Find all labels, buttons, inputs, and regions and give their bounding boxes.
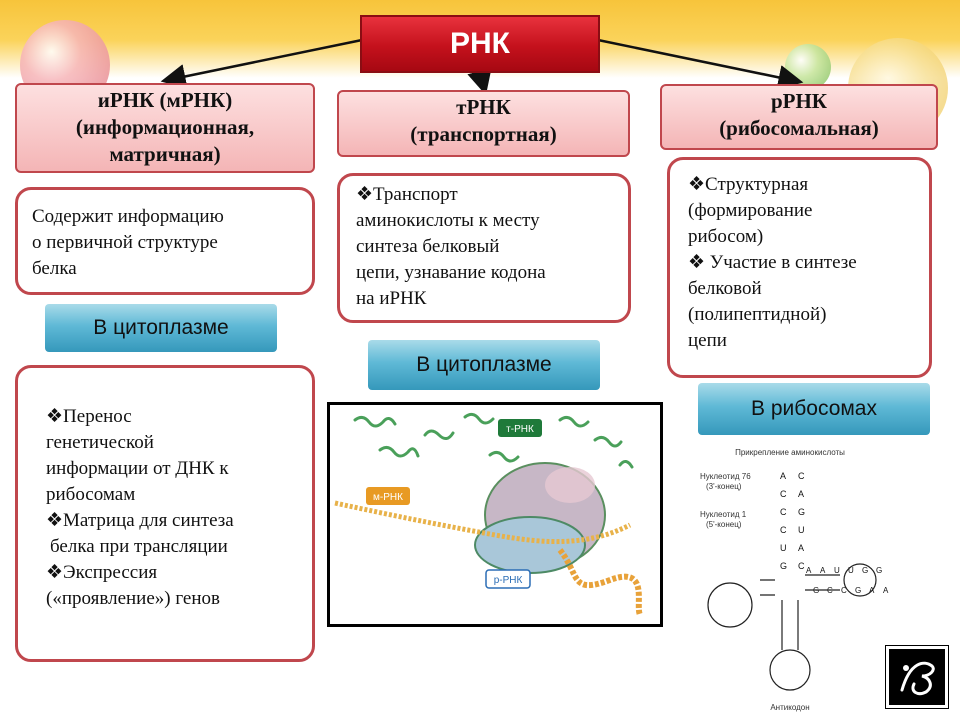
- ribosome-illustration: т-РНК м-РНК р-РНК: [327, 402, 663, 627]
- trna-base: U: [780, 543, 787, 553]
- description-line: на иРНК: [356, 288, 427, 309]
- polypeptide-chain: [557, 548, 643, 617]
- trna-base: A: [883, 586, 889, 595]
- heading-rrna: рРНК (рибосомальная): [660, 84, 938, 150]
- trna-base: U: [798, 525, 805, 535]
- function-line: («проявление») генов: [46, 588, 220, 609]
- description-line: белковой: [688, 278, 762, 299]
- function-line: ❖Перенос: [46, 406, 132, 427]
- description-line: рибосом): [688, 226, 764, 247]
- description-line: синтеза белковый: [356, 236, 500, 257]
- trna-base: A: [806, 566, 812, 575]
- trna-5-end: (5'-конец): [706, 520, 742, 529]
- trna-base: U: [848, 566, 854, 575]
- heading-line: тРНК: [456, 95, 511, 119]
- trna-base: A: [820, 566, 826, 575]
- location-badge-irna: В цитоплазме: [45, 304, 277, 352]
- ribosome-highlight: [545, 467, 595, 503]
- ribosome-small-subunit: [474, 516, 586, 574]
- trna-loops: [707, 563, 877, 691]
- trna-base: A: [780, 471, 786, 481]
- heading-line: рРНК: [770, 89, 828, 113]
- description-line: о первичной структуре: [32, 232, 218, 253]
- description-line: (формирование: [688, 200, 813, 221]
- heading-line: (информационная,: [75, 115, 255, 139]
- label-box-rrna: [485, 569, 531, 589]
- logo-icon: [885, 645, 949, 709]
- heading-line: матричная): [109, 142, 221, 166]
- trna-molecules: [353, 412, 634, 469]
- arrow-icon: [597, 38, 804, 90]
- trna-base: G: [876, 566, 882, 575]
- function-line: ❖Экспрессия: [46, 562, 158, 583]
- trna-base: C: [780, 507, 787, 517]
- description-line: ❖ Участие в синтезе: [688, 252, 857, 273]
- trna-base: U: [834, 566, 840, 575]
- function-line: информации от ДНК к: [46, 458, 229, 479]
- location-badge-trna: В цитоплазме: [368, 340, 600, 390]
- function-line: ❖Матрица для синтеза: [46, 510, 234, 531]
- description-trna: ❖Транспорт аминокислоты к месту синтеза …: [337, 173, 631, 323]
- description-line: ❖Структурная: [688, 174, 809, 195]
- trna-3-end: (3'-конец): [706, 482, 742, 491]
- label-rrna: р-РНК: [494, 575, 523, 586]
- heading-trna: тРНК (транспортная): [337, 90, 630, 157]
- trna-cloverleaf-diagram: Прикрепление аминокислоты Нуклеотид 76 (…: [690, 445, 890, 715]
- trna-anticodon-label: Антикодон: [770, 703, 809, 712]
- trna-base: A: [798, 543, 804, 553]
- trna-base: C: [798, 471, 805, 481]
- trna-base: G: [862, 566, 868, 575]
- description-irna: Содержит информацию о первичной структур…: [15, 187, 315, 295]
- heading-line: иРНК (мРНК): [97, 88, 233, 112]
- trna-nucleotide-76: Нуклеотид 76: [700, 472, 751, 481]
- label-mrna: м-РНК: [373, 492, 403, 503]
- trna-base: G: [798, 507, 805, 517]
- arrow-icon: [160, 38, 363, 89]
- location-badge-rrna: В рибосомах: [698, 383, 930, 435]
- trna-base: C: [841, 586, 847, 595]
- heading-line: (рибосомальная): [719, 116, 879, 140]
- description-line: Содержит информацию: [32, 206, 224, 227]
- description-line: ❖Транспорт: [356, 184, 458, 205]
- trna-drawing: Прикрепление аминокислоты Нуклеотид 76 (…: [700, 448, 889, 712]
- function-line: рибосомам: [46, 484, 136, 505]
- trna-base: G: [855, 586, 861, 595]
- trna-nucleotide-1: Нуклеотид 1: [700, 510, 747, 519]
- title-rna: РНК: [360, 15, 600, 73]
- trna-base: G: [780, 561, 787, 571]
- function-line: генетической: [46, 432, 154, 453]
- label-box-mrna: [366, 487, 410, 505]
- description-line: цепи: [688, 330, 727, 351]
- arrow-icon: [467, 67, 492, 96]
- description-line: цепи, узнавание кодона: [356, 262, 546, 283]
- heading-line: (транспортная): [410, 122, 557, 146]
- trna-base: C: [780, 525, 787, 535]
- label-trna: т-РНК: [506, 424, 534, 435]
- trna-base: C: [798, 561, 805, 571]
- ribosome-drawing: т-РНК м-РНК р-РНК: [330, 405, 660, 624]
- function-line: белка при трансляции: [50, 536, 228, 557]
- functions-irna: ❖Перенос генетической информации от ДНК …: [15, 365, 315, 662]
- trna-base: A: [798, 489, 804, 499]
- logo-glyph: [900, 661, 935, 696]
- heading-irna: иРНК (мРНК) (информационная, матричная): [15, 83, 315, 173]
- label-box-trna: [498, 419, 542, 437]
- description-rrna: ❖Структурная (формирование рибосом) ❖ Уч…: [667, 157, 932, 378]
- description-line: аминокислоты к месту: [356, 210, 540, 231]
- description-line: белка: [32, 258, 77, 279]
- trna-base: C: [780, 489, 787, 499]
- description-line: (полипептидной): [688, 304, 827, 325]
- trna-top-label: Прикрепление аминокислоты: [735, 448, 845, 457]
